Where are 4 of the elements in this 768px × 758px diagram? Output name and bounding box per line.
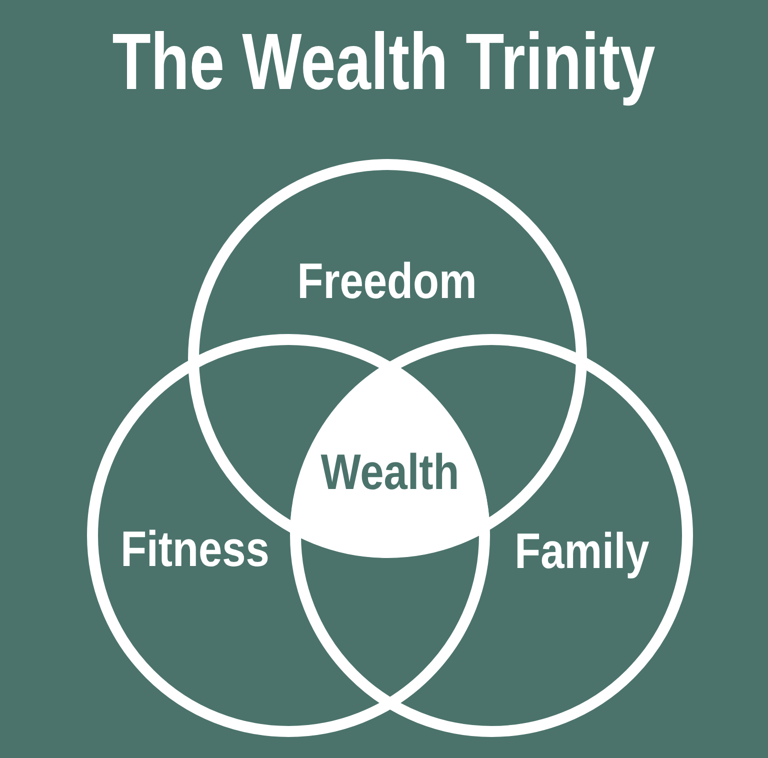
set-label: Family [514,526,650,576]
intersection-label: Wealth [320,446,460,497]
set-label: Freedom [297,256,477,306]
set-label: Fitness [120,524,270,574]
